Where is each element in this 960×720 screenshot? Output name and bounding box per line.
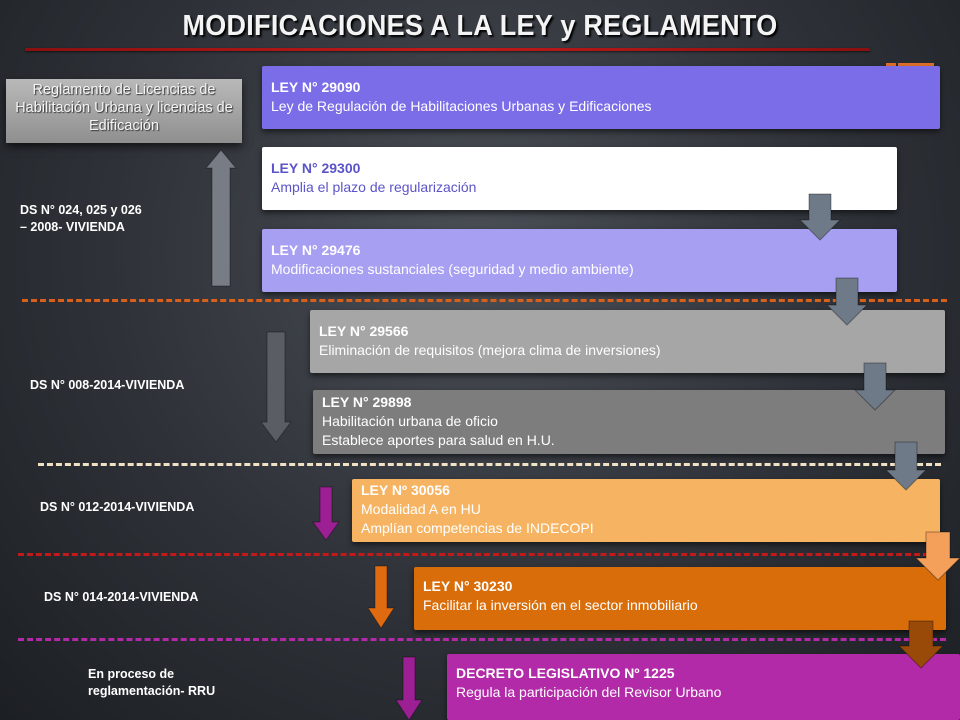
decree-label: DS N° 014-2014-VIVIENDA <box>44 589 198 606</box>
arrow-down-icon <box>897 620 945 669</box>
law-description: Eliminación de requisitos (mejora clima … <box>319 342 661 358</box>
law-box-dl-1225: DECRETO LEGISLATIVO Nº 1225 Regula la pa… <box>447 654 960 720</box>
separator-line <box>18 553 938 556</box>
title-underline <box>25 48 870 51</box>
law-description: Amplia el plazo de regularización <box>271 179 477 195</box>
decree-label: En proceso de reglamentación- RRU <box>88 666 215 700</box>
decree-line: DS N° 024, 025 y 026 <box>20 203 142 217</box>
law-description: Regula la participación del Revisor Urba… <box>456 684 722 700</box>
arrow-down-icon <box>825 277 869 326</box>
law-number: LEY N° 29566 <box>319 323 409 339</box>
law-number: LEY N° 29090 <box>271 79 361 95</box>
decree-line: DS N° 014-2014-VIVIENDA <box>44 590 199 604</box>
decree-line: DS N° 012-2014-VIVIENDA <box>40 500 195 514</box>
law-box-30230: LEY N° 30230 Facilitar la inversión en e… <box>414 567 946 630</box>
arrow-down-icon <box>367 565 395 629</box>
law-description: Facilitar la inversión en el sector inmo… <box>423 597 698 613</box>
separator-line <box>38 463 941 466</box>
law-description: Amplían competencias de INDECOPI <box>361 520 594 536</box>
law-box-30056: LEY Nº 30056 Modalidad A en HU Amplían c… <box>352 479 940 542</box>
law-description: Establece aportes para salud en H.U. <box>322 432 555 448</box>
arrow-down-icon <box>260 331 292 443</box>
law-box-29566: LEY N° 29566 Eliminación de requisitos (… <box>310 310 945 373</box>
arrow-down-icon <box>798 193 842 241</box>
law-description: Modificaciones sustanciales (seguridad y… <box>271 261 634 277</box>
reglamento-box: Reglamento de Licencias de Habilitación … <box>6 79 242 143</box>
arrow-down-icon <box>395 656 423 720</box>
law-box-29898: LEY N° 29898 Habilitación urbana de ofic… <box>313 390 945 454</box>
decree-label: DS N° 024, 025 y 026 – 2008- VIVIENDA <box>20 202 142 236</box>
decree-label: DS N° 008-2014-VIVIENDA <box>30 377 184 394</box>
law-number: LEY N° 30230 <box>423 578 513 594</box>
decree-line: reglamentación- RRU <box>88 684 216 698</box>
decree-label: DS N° 012-2014-VIVIENDA <box>40 499 194 516</box>
decree-line: En proceso de <box>88 667 175 681</box>
arrow-up-icon <box>204 149 238 287</box>
arrow-down-icon <box>884 441 928 491</box>
page-title: MODIFICACIONES A LA LEY y REGLAMENTO <box>182 10 778 42</box>
arrow-down-icon <box>914 531 960 581</box>
arrow-down-icon <box>312 486 340 541</box>
law-box-29090: LEY N° 29090 Ley de Regulación de Habili… <box>262 66 940 129</box>
separator-line <box>22 299 947 302</box>
law-number: DECRETO LEGISLATIVO Nº 1225 <box>456 665 675 681</box>
law-number: LEY N° 29898 <box>322 394 412 410</box>
law-box-29300: LEY N° 29300 Amplia el plazo de regulari… <box>262 147 897 210</box>
law-number: LEY N° 29300 <box>271 160 361 176</box>
separator-line <box>18 638 946 641</box>
law-description: Ley de Regulación de Habilitaciones Urba… <box>271 98 652 114</box>
law-description: Modalidad A en HU <box>361 501 481 517</box>
law-number: LEY N° 29476 <box>271 242 361 258</box>
decree-line: – 2008- VIVIENDA <box>20 220 125 234</box>
arrow-down-icon <box>853 362 897 411</box>
law-box-29476: LEY N° 29476 Modificaciones sustanciales… <box>262 229 897 292</box>
law-number: LEY Nº 30056 <box>361 482 450 498</box>
decree-line: DS N° 008-2014-VIVIENDA <box>30 378 185 392</box>
law-description: Habilitación urbana de oficio <box>322 413 498 429</box>
